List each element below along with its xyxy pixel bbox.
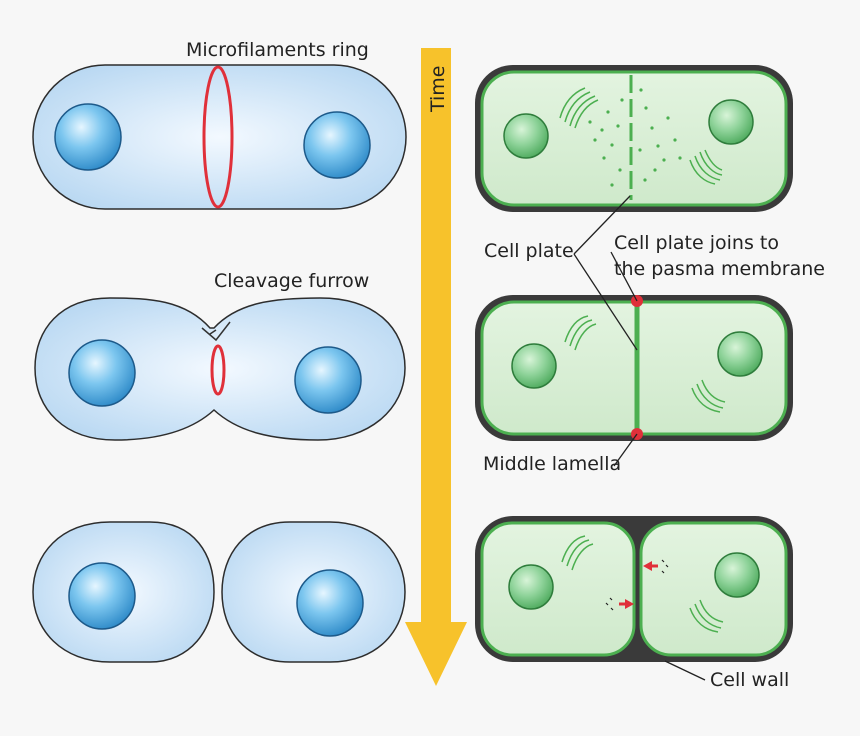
nucleus — [511, 343, 557, 389]
nucleus — [294, 346, 362, 414]
nucleus — [508, 564, 554, 610]
cell-plate-label: Cell plate — [484, 240, 574, 262]
animal-cell-stage-3 — [32, 521, 406, 663]
golgi-icon — [689, 149, 723, 185]
cleavage-furrow-label: Cleavage furrow — [214, 270, 369, 292]
plant-cell-stage-1 — [475, 65, 793, 212]
plasma-membrane-right — [639, 521, 788, 657]
plasma-membrane — [480, 70, 788, 207]
animal-cell-body — [32, 64, 407, 210]
animal-cell-stage-1 — [32, 64, 407, 210]
golgi-icon — [564, 315, 597, 351]
nucleus — [68, 339, 136, 407]
nucleus — [503, 113, 549, 159]
golgi-icon — [561, 535, 594, 571]
leader-lines — [573, 195, 706, 681]
cell-plate-joins-label-line1: Cell plate joins to — [614, 232, 779, 254]
nucleus — [68, 562, 136, 630]
cell-wall-label: Cell wall — [710, 669, 789, 691]
plant-cell-stage-3 — [475, 516, 793, 662]
plasma-membrane-left — [480, 521, 636, 657]
cell-wall-deposit-arrow — [605, 597, 634, 611]
microfilaments-ring — [202, 65, 234, 209]
nucleus — [303, 111, 371, 179]
vesicles — [588, 88, 682, 187]
nucleus — [714, 552, 760, 598]
time-arrow — [405, 48, 467, 686]
cleavage-furrow-pointer — [201, 321, 231, 342]
middle-lamella-label: Middle lamella — [483, 453, 621, 475]
plant-cell-stage-2 — [475, 295, 793, 441]
golgi-icon — [689, 599, 724, 633]
golgi-icon — [559, 87, 599, 129]
nucleus — [54, 103, 122, 171]
nucleus — [717, 331, 763, 377]
cell-plate-joins-label-line2: the pasma membrane — [614, 258, 825, 280]
cell-wall-deposit-arrow — [643, 559, 669, 574]
nucleus — [708, 99, 754, 145]
nucleus — [296, 569, 364, 637]
microfilaments-ring-label: Microfilaments ring — [186, 39, 369, 61]
animal-cell-stage-2 — [34, 297, 406, 441]
time-label: Time — [427, 66, 449, 114]
golgi-icon — [691, 379, 726, 413]
contractile-ring — [210, 344, 226, 396]
